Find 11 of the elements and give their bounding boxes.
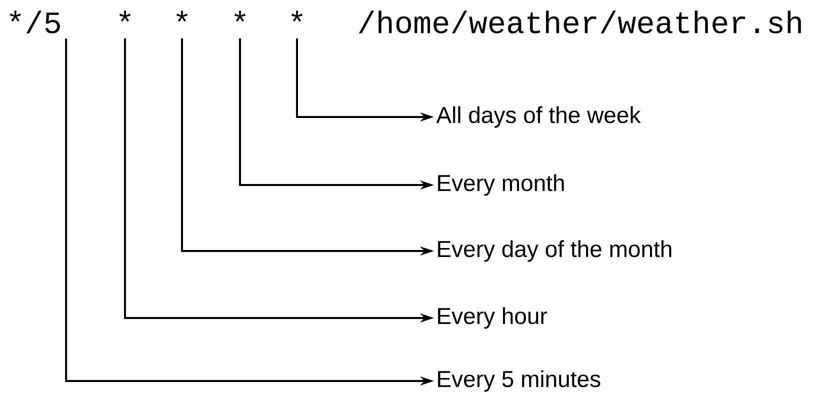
field-description: Every day of the month [438, 240, 672, 262]
command-field: * [119, 10, 131, 22]
command-field: * [234, 10, 246, 22]
field-description: All days of the week [436, 106, 641, 128]
field-description: Every 5 minutes [438, 370, 600, 392]
command-field: * [291, 10, 303, 22]
command-field: * [176, 10, 188, 22]
field-description: Every month [438, 174, 564, 196]
command-field: /home/weather/weather.sh [358, 10, 801, 34]
command-field: */5 [10, 10, 60, 34]
field-description: Every hour [438, 307, 547, 329]
